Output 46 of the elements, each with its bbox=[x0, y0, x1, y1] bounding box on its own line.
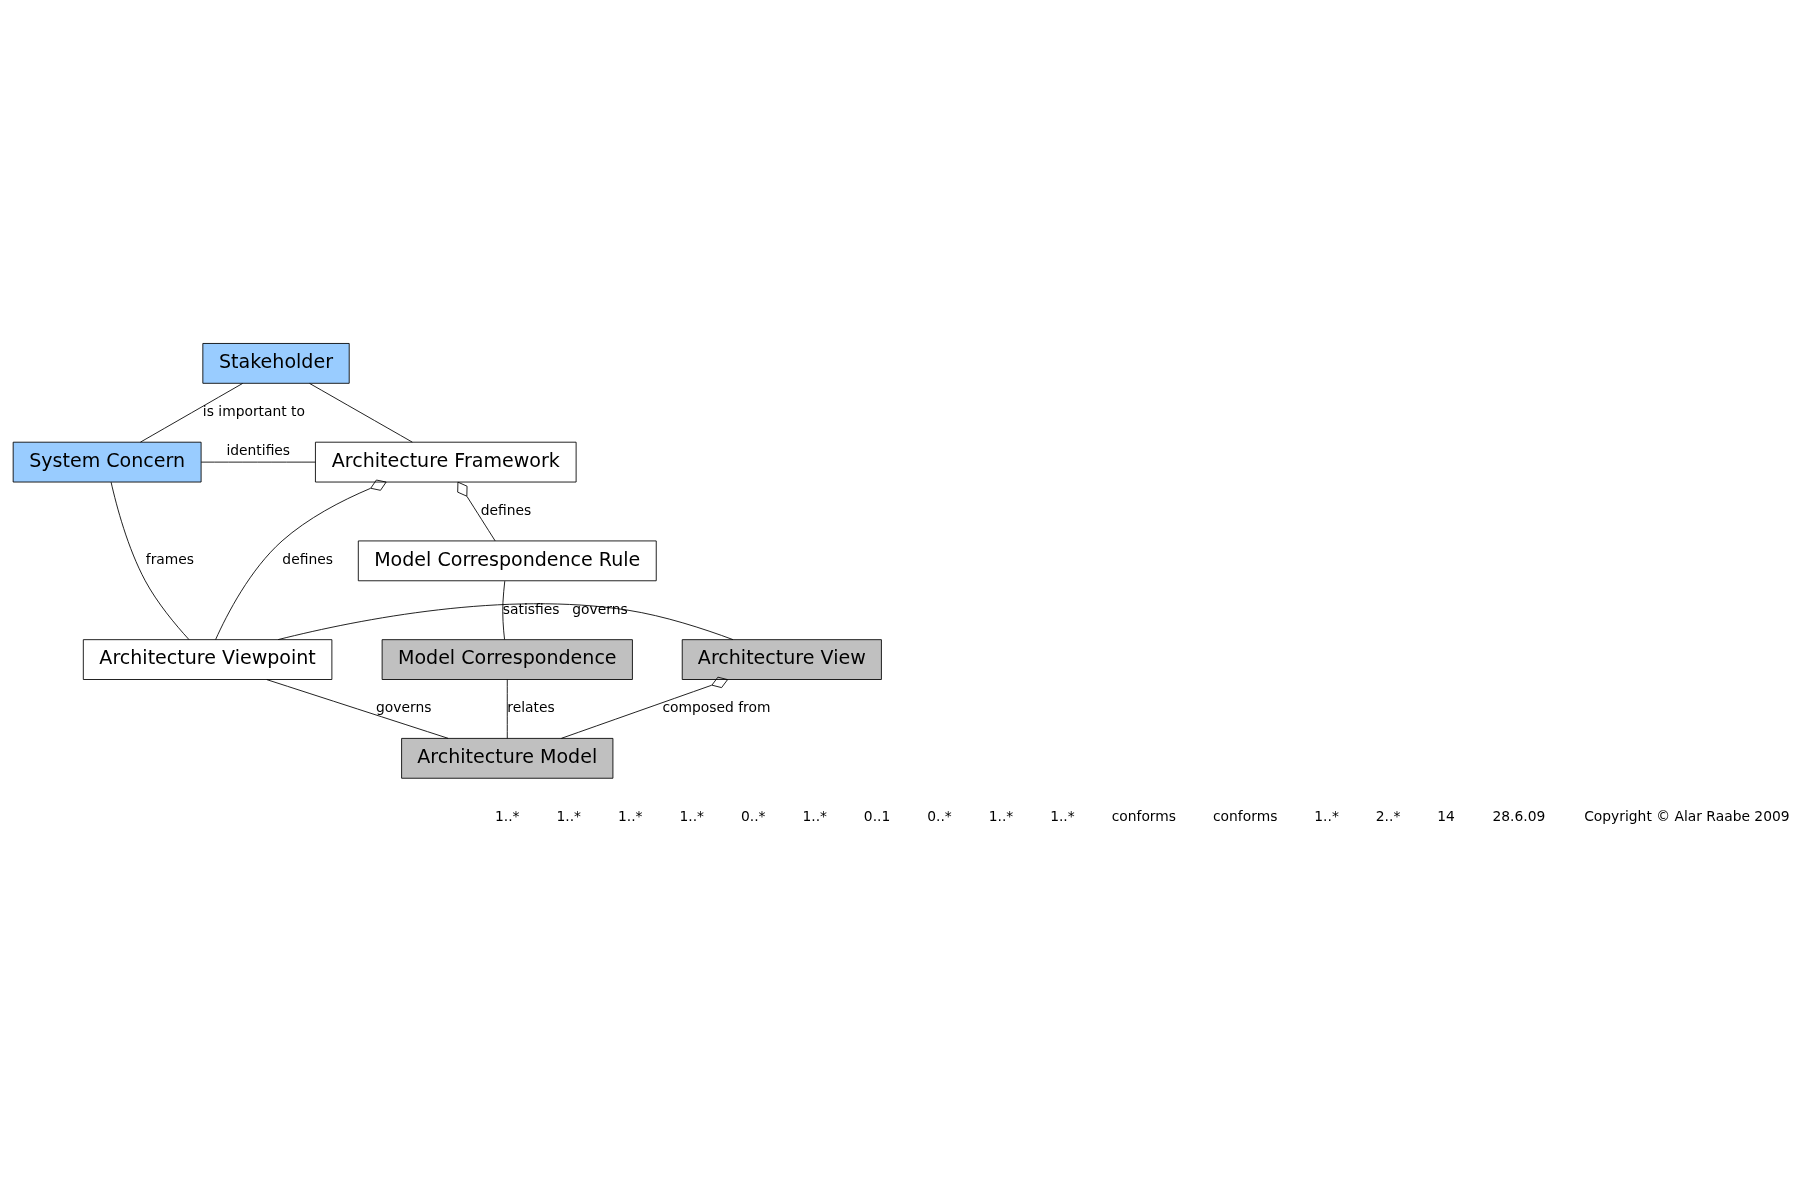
label: 1..* bbox=[988, 807, 1014, 824]
edge-label: governs bbox=[572, 600, 628, 617]
connector bbox=[502, 580, 506, 640]
label: 0..* bbox=[740, 807, 766, 824]
edge-label: identifies bbox=[226, 442, 291, 459]
edge-label: governs bbox=[376, 699, 432, 716]
connector bbox=[506, 679, 508, 739]
node-box: Model Correspondence Rule bbox=[357, 540, 657, 582]
label: 0..1 bbox=[863, 807, 891, 824]
label: 0..* bbox=[927, 807, 952, 824]
connector bbox=[560, 676, 728, 739]
label: 1..* bbox=[679, 807, 705, 824]
label: 1..* bbox=[495, 807, 520, 824]
edge-label: frames bbox=[145, 551, 195, 568]
edge-label: satisfies bbox=[502, 600, 560, 617]
label: 1..* bbox=[617, 807, 643, 824]
connector bbox=[309, 383, 413, 443]
connector bbox=[110, 481, 190, 641]
node-box: Architecture Model bbox=[401, 737, 614, 779]
connector bbox=[200, 461, 316, 463]
edge-label: defines bbox=[282, 551, 333, 568]
edge-label: defines bbox=[480, 501, 532, 518]
node-box: Stakeholder bbox=[202, 343, 350, 384]
node-box: System Concern bbox=[12, 441, 202, 483]
label: conforms bbox=[1111, 807, 1177, 824]
connector bbox=[457, 481, 496, 542]
node-box: Architecture View bbox=[681, 639, 882, 680]
edge-label: relates bbox=[507, 699, 555, 716]
label: 1..* bbox=[556, 807, 582, 824]
connector bbox=[277, 603, 734, 641]
node-box: Model Correspondence bbox=[381, 639, 633, 680]
connector bbox=[215, 479, 387, 640]
label: Copyright © Alar Raabe 2009 bbox=[1584, 807, 1790, 824]
connector bbox=[140, 383, 244, 443]
label: 14 bbox=[1437, 807, 1455, 824]
edge-label: composed from bbox=[662, 699, 771, 716]
node-box: Architecture Viewpoint bbox=[82, 639, 333, 680]
label: 1..* bbox=[802, 807, 827, 824]
edge-label: is important to bbox=[202, 403, 306, 420]
label: conforms bbox=[1213, 807, 1278, 824]
connector bbox=[266, 679, 449, 739]
label: 1..* bbox=[1050, 807, 1075, 824]
label: 1..* bbox=[1314, 807, 1339, 824]
label: 28.6.09 bbox=[1492, 807, 1546, 824]
node-box: Architecture Framework bbox=[315, 441, 577, 483]
label: 2..* bbox=[1375, 807, 1401, 824]
